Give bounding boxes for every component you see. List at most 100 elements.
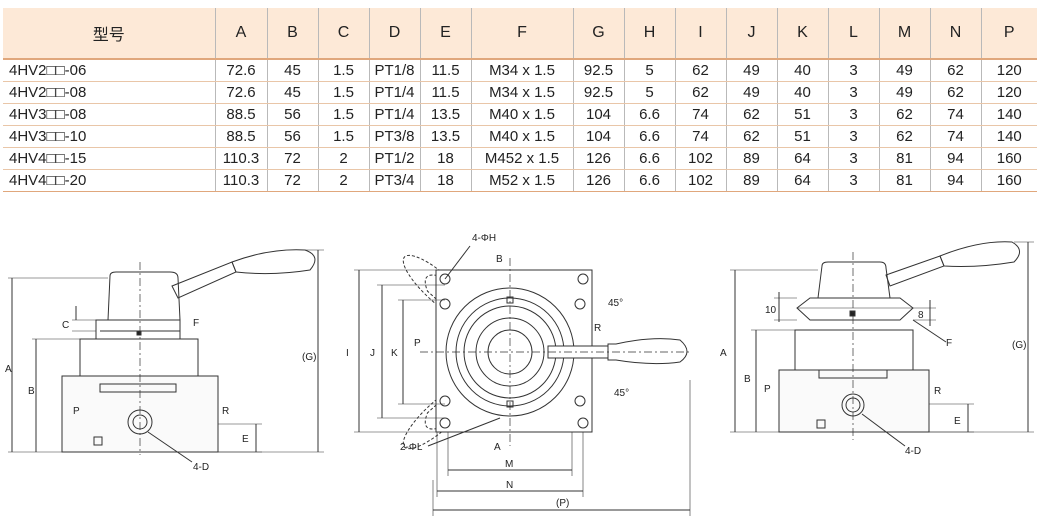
header-g: G [572, 8, 624, 59]
cell-e: 18 [419, 169, 471, 192]
cell-a: 72.6 [214, 59, 267, 82]
top-view [354, 245, 691, 516]
cell-m: 81 [878, 147, 930, 170]
cell-c: 2 [317, 169, 369, 192]
cell-c: 1.5 [317, 103, 369, 126]
cell-f: M40 x 1.5 [470, 103, 573, 126]
cell-g: 92.5 [572, 81, 624, 104]
header-model: 型号 [3, 8, 215, 59]
top-label-i: I [346, 348, 349, 359]
header-k: K [776, 8, 828, 59]
cell-n: 62 [929, 59, 981, 82]
cell-model: 4HV4□□-20 [3, 169, 215, 192]
cell-model: 4HV3□□-08 [3, 103, 215, 126]
cell-f: M34 x 1.5 [470, 59, 573, 82]
cell-p: 120 [980, 59, 1037, 82]
header-c: C [317, 8, 369, 59]
cell-e: 11.5 [419, 59, 471, 82]
cell-h: 6.6 [623, 103, 675, 126]
cell-p: 140 [980, 103, 1037, 126]
cell-j: 49 [725, 59, 777, 82]
cell-b: 72 [266, 169, 318, 192]
table-header-row: 型号 A B C D E F G H I J K L M N P [3, 8, 1037, 59]
cell-p: 120 [980, 81, 1037, 104]
front-view [8, 249, 324, 463]
cell-m: 62 [878, 125, 930, 148]
cell-l: 3 [827, 103, 879, 126]
cell-f: M34 x 1.5 [470, 81, 573, 104]
cell-p: 160 [980, 147, 1037, 170]
cell-i: 62 [674, 59, 726, 82]
cell-a: 110.3 [214, 169, 267, 192]
spec-table: 型号 A B C D E F G H I J K L M N P 4HV2□□-… [3, 8, 1037, 192]
top-label-m: M [505, 459, 513, 470]
cell-d: PT3/4 [368, 169, 420, 192]
cell-i: 102 [674, 147, 726, 170]
top-label-holes: 4-ΦH [472, 233, 496, 244]
cell-h: 6.6 [623, 147, 675, 170]
side-label-g: (G) [1012, 340, 1026, 351]
cell-k: 51 [776, 125, 828, 148]
cell-l: 3 [827, 59, 879, 82]
cell-g: 126 [572, 169, 624, 192]
top-label-j: J [370, 348, 375, 359]
cell-g: 92.5 [572, 59, 624, 82]
cell-l: 3 [827, 81, 879, 104]
cell-a: 88.5 [214, 125, 267, 148]
side-label-port: 4-D [905, 446, 921, 457]
cell-p: 160 [980, 169, 1037, 192]
cell-f: M40 x 1.5 [470, 125, 573, 148]
cell-model: 4HV3□□-10 [3, 125, 215, 148]
cell-model: 4HV2□□-06 [3, 59, 215, 82]
cell-m: 49 [878, 81, 930, 104]
cell-d: PT3/8 [368, 125, 420, 148]
side-label-eight: 8 [918, 310, 924, 321]
top-label-p-overall: (P) [556, 498, 569, 509]
side-label-ten: 10 [765, 305, 777, 316]
front-label-a: A [5, 364, 12, 375]
cell-a: 72.6 [214, 81, 267, 104]
cell-h: 5 [623, 81, 675, 104]
cell-k: 64 [776, 169, 828, 192]
cell-b: 45 [266, 59, 318, 82]
header-f: F [470, 8, 573, 59]
cell-c: 1.5 [317, 59, 369, 82]
front-label-e: E [242, 434, 249, 445]
top-label-angle-bottom: 45° [614, 388, 629, 399]
side-label-r: R [934, 386, 941, 397]
cell-a: 110.3 [214, 147, 267, 170]
cell-h: 5 [623, 59, 675, 82]
cell-k: 51 [776, 103, 828, 126]
cell-p: 140 [980, 125, 1037, 148]
cell-a: 88.5 [214, 103, 267, 126]
header-e: E [419, 8, 471, 59]
front-label-p: P [73, 406, 80, 417]
side-label-p: P [764, 384, 771, 395]
cell-m: 81 [878, 169, 930, 192]
cell-n: 74 [929, 103, 981, 126]
header-d: D [368, 8, 420, 59]
header-n: N [929, 8, 981, 59]
header-l: L [827, 8, 879, 59]
side-view [730, 241, 1034, 447]
side-view-labels: 10 8 A B F P R E (G) 4-D [720, 305, 1026, 457]
front-label-f: F [193, 318, 199, 329]
top-label-n: N [506, 480, 513, 491]
header-j: J [725, 8, 777, 59]
cell-n: 74 [929, 125, 981, 148]
cell-e: 13.5 [419, 125, 471, 148]
cell-b: 56 [266, 103, 318, 126]
cell-l: 3 [827, 169, 879, 192]
cell-d: PT1/2 [368, 147, 420, 170]
top-label-a: A [494, 442, 501, 453]
front-label-port: 4-D [193, 462, 209, 473]
cell-k: 40 [776, 59, 828, 82]
cell-e: 11.5 [419, 81, 471, 104]
cell-j: 89 [725, 147, 777, 170]
cell-h: 6.6 [623, 169, 675, 192]
header-b: B [266, 8, 318, 59]
side-label-b: B [744, 374, 751, 385]
